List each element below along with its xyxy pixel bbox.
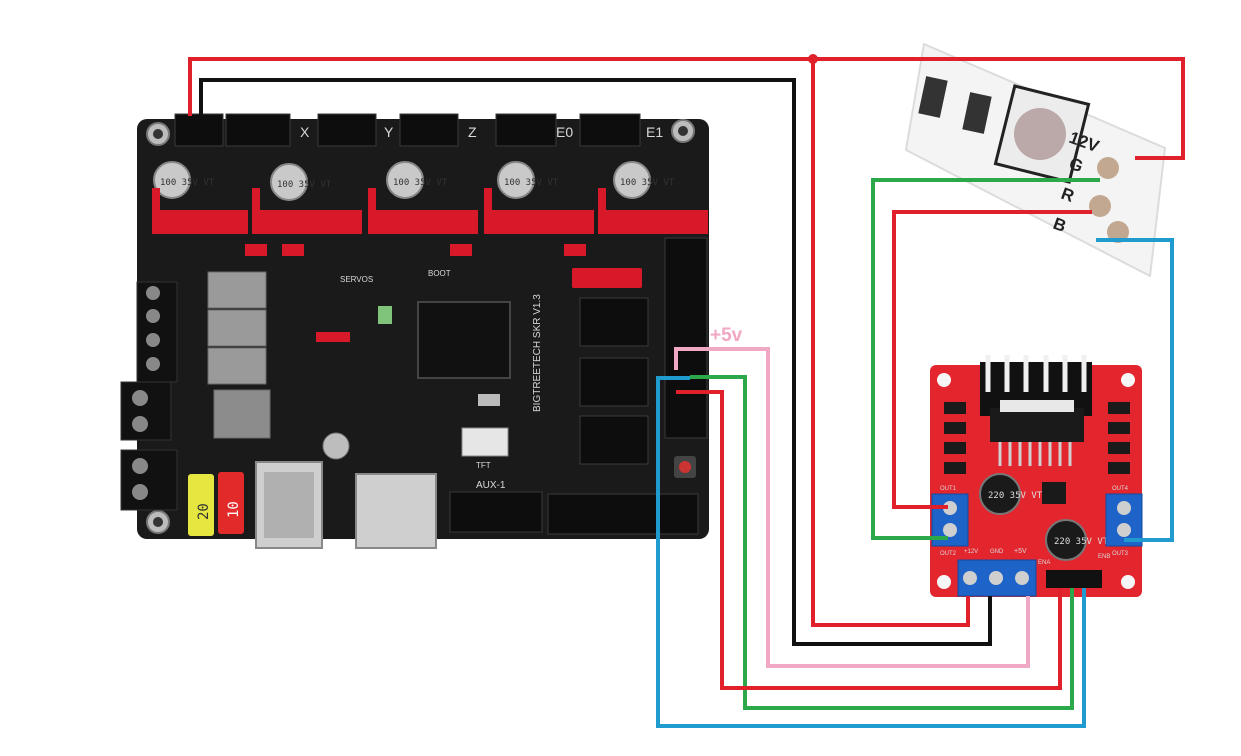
voltage-jumper — [316, 332, 350, 342]
led-strip: 12V G R B — [904, 42, 1167, 278]
capacitor-label: 100 35V VT — [277, 180, 332, 190]
capacitor: 100 35V VT — [613, 161, 675, 199]
capacitor-label: 220 35V VT — [988, 491, 1043, 501]
aux-label: AUX-1 — [476, 480, 506, 491]
wire-gnd — [199, 78, 992, 646]
sd-card-slot — [355, 473, 437, 549]
mount-hole — [937, 373, 951, 387]
fuse-20: 20 — [188, 474, 214, 536]
top-connectors — [174, 113, 641, 147]
wire-blue-signal — [656, 376, 1086, 728]
mount-hole-center — [153, 129, 163, 139]
out4-label: OUT4 — [1112, 486, 1129, 492]
wire-label-5v: +5v — [710, 325, 743, 346]
strip-label-g: G — [1067, 154, 1086, 176]
out1-label: OUT1 — [940, 486, 957, 492]
l298n-board: 220 35V VT 220 35V VT OUT1 OUT2 OUT3 — [930, 355, 1143, 597]
capacitor: 100 35V VT — [153, 161, 215, 199]
diodes — [944, 402, 1130, 474]
solder-pad — [1089, 195, 1111, 217]
servos-label: SERVOS — [340, 275, 373, 284]
input-header — [1046, 570, 1102, 588]
terminal-out12 — [931, 493, 969, 547]
chip-label-plate — [1000, 400, 1074, 412]
fuse-10: 10 — [218, 472, 244, 534]
mount-hole-center — [678, 126, 688, 136]
axis-label-y: Y — [384, 124, 394, 140]
capacitor: 220 35V VT — [979, 473, 1043, 515]
label-enb: ENB — [1098, 554, 1110, 560]
solder-pad — [1097, 157, 1119, 179]
crystal — [478, 394, 500, 406]
capacitor: 100 35V VT — [386, 161, 448, 199]
fuse-smd — [378, 306, 392, 324]
wire-red-strip — [892, 210, 1092, 509]
tft-connector — [461, 427, 509, 457]
l298-chip — [990, 408, 1084, 442]
reset-button-cap — [679, 461, 691, 473]
boot-label: BOOT — [428, 269, 451, 278]
driver-headers — [152, 188, 708, 234]
wire-12v-strip — [188, 57, 1185, 160]
endstop-headers — [547, 237, 708, 535]
fuse-20-label: 20 — [196, 503, 212, 520]
strip-label-b: B — [1051, 214, 1069, 236]
label-12v: +12V — [964, 549, 978, 555]
capacitors: 100 35V VT 100 35V VT 100 35V VT 100 35V… — [153, 161, 675, 201]
capacitor-label: 100 35V VT — [393, 178, 448, 188]
strip-label-r: R — [1059, 184, 1077, 206]
small-capacitor — [322, 432, 350, 460]
label-5v: +5V — [1014, 548, 1027, 555]
rgb-led-lens — [1014, 108, 1066, 160]
capacitor: 220 35V VT — [1045, 519, 1109, 561]
out3-label: OUT3 — [1112, 551, 1129, 557]
wires — [188, 54, 1185, 728]
tft-label: TFT — [476, 461, 491, 470]
axis-label-e1: E1 — [646, 124, 663, 140]
heatsink-fins — [985, 355, 1087, 392]
regulator — [1042, 482, 1066, 504]
axis-label-e0: E0 — [556, 124, 573, 140]
l298n-pcb — [930, 365, 1142, 597]
wire-green-signal — [690, 375, 1074, 710]
capacitor-label: 100 35V VT — [160, 178, 215, 188]
solder-pad — [1107, 221, 1129, 243]
wire-junction — [808, 54, 818, 64]
mosfets — [207, 271, 271, 439]
wire-5v — [674, 347, 1030, 668]
axis-label-z: Z — [468, 124, 477, 140]
mcu-chip — [417, 301, 511, 379]
board-model-label: BIGTREETECH SKR V1.3 — [532, 294, 543, 412]
jumper-caps — [245, 244, 642, 288]
label-gnd: GND — [990, 549, 1004, 555]
fuse-10-label: 10 — [226, 501, 242, 518]
wire-12v-driver — [811, 59, 970, 627]
capacitor-label: 100 35V VT — [620, 178, 675, 188]
wire-red-signal — [676, 390, 1062, 690]
mount-hole — [1121, 575, 1135, 589]
wire-blue-strip — [1096, 238, 1174, 542]
usb-port-inner — [264, 472, 314, 538]
capacitor-label: 100 35V VT — [504, 178, 559, 188]
power-terminals — [120, 281, 178, 511]
aux-header — [449, 491, 543, 533]
mount-hole — [937, 575, 951, 589]
wire-green-strip — [871, 178, 1100, 540]
capacitor: 100 35V VT — [270, 163, 332, 201]
capacitor: 100 35V VT — [497, 161, 559, 199]
mount-hole-center — [153, 517, 163, 527]
mount-hole — [1121, 373, 1135, 387]
chip-pins — [998, 442, 1072, 466]
terminal-out34 — [1105, 493, 1143, 547]
skr-board: X Y Z E0 E1 100 35V VT 100 35V VT 100 35… — [120, 113, 709, 549]
out2-label: OUT2 — [940, 551, 957, 557]
capacitor-label: 220 35V VT — [1054, 537, 1109, 547]
resistor — [962, 92, 992, 134]
terminal-power — [957, 559, 1037, 597]
axis-label-x: X — [300, 124, 310, 140]
label-ena: ENA — [1038, 560, 1050, 566]
resistor — [918, 76, 948, 118]
